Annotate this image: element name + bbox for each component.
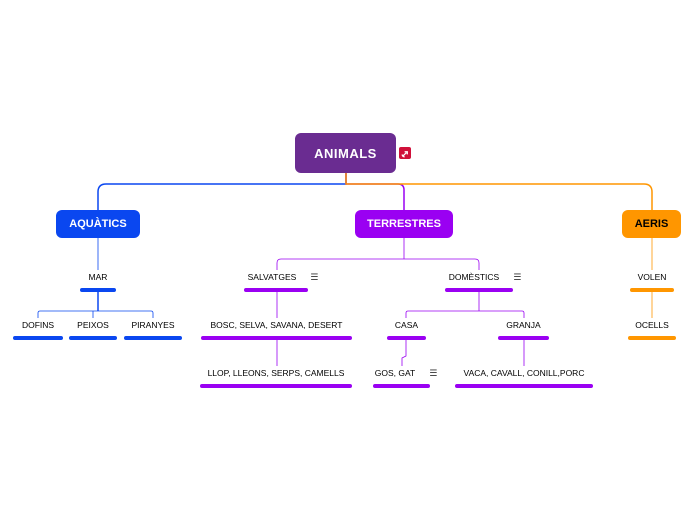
piranyes-node[interactable]: PIRANYES (124, 319, 182, 340)
piranyes-underline (124, 336, 182, 340)
aeris-label: AERIS (634, 218, 669, 230)
domestics-label-row: DOMÈSTICS ☰ (449, 271, 522, 283)
link-root-aeris (345, 173, 653, 210)
dofins-node[interactable]: DOFINS (13, 319, 63, 340)
salvatges-label-row: SALVATGES ☰ (248, 271, 319, 283)
aquatics-label: AQUÀTICS (69, 218, 127, 230)
dofins-label: DOFINS (21, 320, 55, 330)
casa-examples-label-row: GOS, GAT ☰ (375, 367, 438, 379)
dofins-underline (13, 336, 63, 340)
salvatges-examples-label: LLOP, LLEONS, SERPS, CAMELLS (207, 368, 345, 378)
mar-node[interactable]: MAR (80, 271, 116, 292)
volen-underline (630, 288, 674, 292)
link-mar-children (37, 289, 154, 318)
granja-underline (498, 336, 549, 340)
mar-underline (80, 288, 116, 292)
peixos-underline (69, 336, 117, 340)
casa-examples-label: GOS, GAT (374, 368, 416, 378)
granja-examples-node[interactable]: VACA, CAVALL, CONILL,PORC (455, 367, 593, 388)
piranyes-label: PIRANYES (131, 320, 175, 330)
casa-examples-node[interactable]: GOS, GAT ☰ (373, 367, 439, 388)
granja-examples-underline (455, 384, 593, 388)
peixos-node[interactable]: PEIXOS (69, 319, 117, 340)
volen-node[interactable]: VOLEN (630, 271, 674, 292)
link-terrestres-children (276, 238, 480, 270)
salvatges-node[interactable]: SALVATGES ☰ (244, 271, 322, 292)
salvatges-examples-node[interactable]: LLOP, LLEONS, SERPS, CAMELLS (200, 367, 352, 388)
habitat-node[interactable]: BOSC, SELVA, SAVANA, DESERT (201, 319, 352, 340)
aeris-node[interactable]: AERIS (622, 210, 681, 238)
casa-label: CASA (394, 320, 419, 330)
casa-underline (387, 336, 426, 340)
casa-examples-underline (373, 384, 430, 388)
domestics-label: DOMÈSTICS (448, 272, 500, 282)
link-domestics-children (405, 289, 525, 318)
casa-node[interactable]: CASA (387, 319, 426, 340)
link-icon[interactable] (399, 147, 411, 159)
peixos-label: PEIXOS (77, 320, 109, 330)
ocells-underline (628, 336, 676, 340)
volen-label: VOLEN (637, 272, 667, 282)
domestics-node[interactable]: DOMÈSTICS ☰ (445, 271, 525, 292)
ocells-label: OCELLS (635, 320, 669, 330)
root-node[interactable]: ANIMALS (295, 133, 396, 173)
domestics-underline (445, 288, 513, 292)
link-glyph (401, 150, 408, 157)
salvatges-underline (244, 288, 308, 292)
terrestres-label: TERRESTRES (367, 218, 441, 230)
notes-icon[interactable]: ☰ (513, 272, 522, 282)
salvatges-examples-underline (200, 384, 352, 388)
link-root-aquatics (97, 173, 347, 210)
link-root-terrestres (345, 173, 405, 210)
link-casa-examples (401, 338, 407, 366)
mar-label: MAR (88, 272, 108, 282)
granja-node[interactable]: GRANJA (498, 319, 549, 340)
granja-examples-label: VACA, CAVALL, CONILL,PORC (463, 368, 585, 378)
terrestres-node[interactable]: TERRESTRES (355, 210, 453, 238)
habitat-label: BOSC, SELVA, SAVANA, DESERT (210, 320, 343, 330)
root-label: ANIMALS (314, 145, 377, 161)
ocells-node[interactable]: OCELLS (628, 319, 676, 340)
notes-icon[interactable]: ☰ (429, 368, 438, 378)
granja-label: GRANJA (506, 320, 541, 330)
notes-icon[interactable]: ☰ (310, 272, 319, 282)
aquatics-node[interactable]: AQUÀTICS (56, 210, 140, 238)
salvatges-label: SALVATGES (247, 272, 297, 282)
habitat-underline (201, 336, 352, 340)
